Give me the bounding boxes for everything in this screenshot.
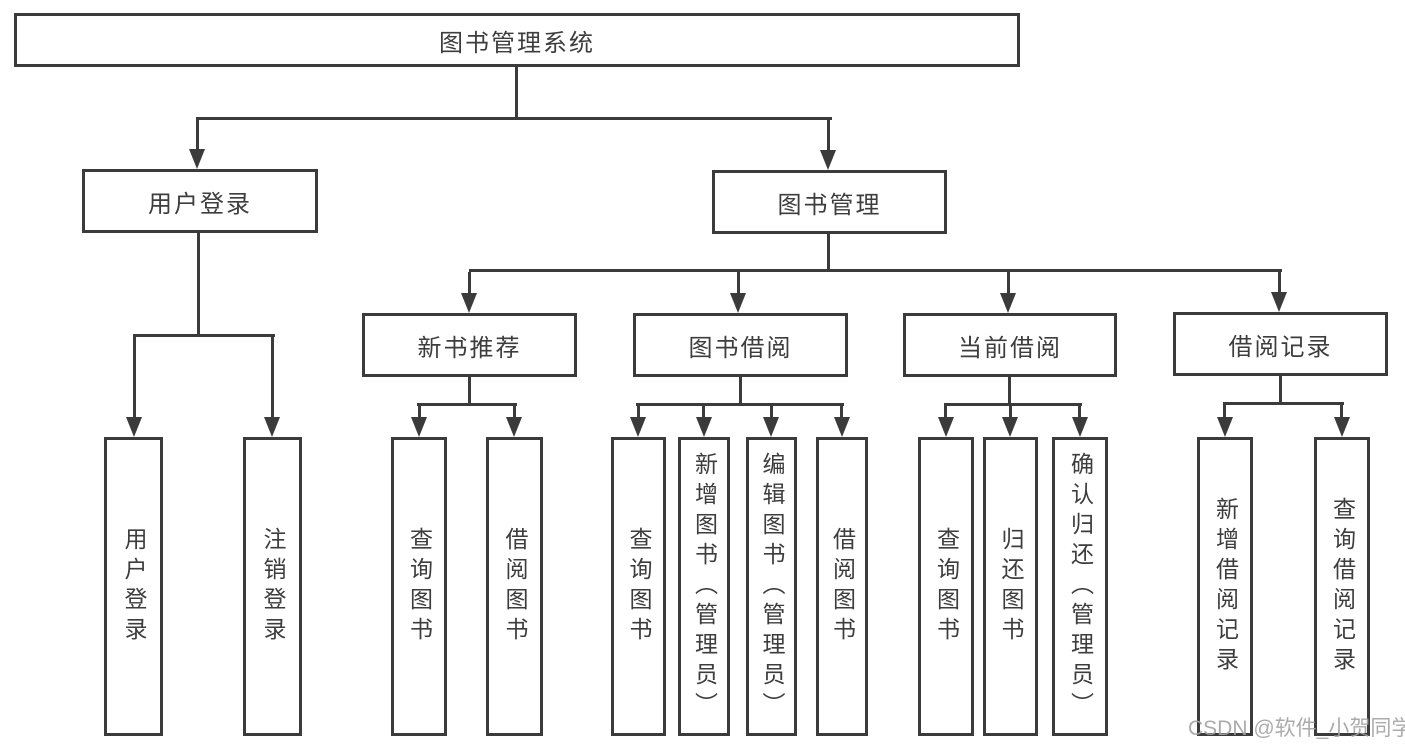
watermark: CSDN @软件_小贺同学 <box>1188 717 1405 740</box>
connector-line <box>1223 402 1344 405</box>
connector-line <box>637 406 640 418</box>
connector-line <box>770 406 773 418</box>
arrow-down <box>763 417 779 437</box>
arrow-down <box>820 150 836 170</box>
arrow-down <box>630 417 646 437</box>
node-user-login-group-label: 用户登录 <box>148 190 252 218</box>
connector-line <box>827 120 830 153</box>
node-new-book-recommend-label: 新书推荐 <box>417 334 522 362</box>
arrow-down <box>1002 417 1018 437</box>
arrow-down <box>834 417 850 437</box>
leaf-edit-books-admin-label: 编辑图书（管理员） <box>759 451 785 722</box>
node-book-management-label: 图书管理 <box>777 191 882 219</box>
connector-line <box>739 375 742 406</box>
connector-line <box>133 337 136 417</box>
connector-line <box>197 231 200 337</box>
arrow-down <box>938 417 954 437</box>
leaf-query-books-recommend-label: 查询图书 <box>406 526 433 647</box>
connector-line <box>469 269 1282 272</box>
connector-line <box>515 65 518 119</box>
connector-line <box>1278 272 1281 293</box>
node-book-borrow: 图书借阅 <box>633 313 848 377</box>
connector-line <box>1279 374 1282 405</box>
leaf-query-borrow-record-label: 查询借阅记录 <box>1329 496 1356 677</box>
connector-line <box>1008 375 1011 406</box>
leaf-add-books-admin: 新增图书（管理员） <box>678 437 730 736</box>
connector-line <box>468 375 471 406</box>
node-borrow-records: 借阅记录 <box>1173 312 1388 376</box>
connector-line <box>944 406 947 418</box>
node-root-label: 图书管理系统 <box>439 29 595 57</box>
node-current-borrow: 当前借阅 <box>903 313 1117 377</box>
leaf-query-books-borrow-label: 查询图书 <box>626 526 652 647</box>
node-book-borrow-label: 图书借阅 <box>688 334 793 362</box>
node-new-book-recommend: 新书推荐 <box>362 313 577 377</box>
leaf-user-login-label: 用户登录 <box>121 526 147 647</box>
connector-line <box>702 406 705 418</box>
leaf-confirm-return-admin: 确认归还（管理员） <box>1052 437 1108 736</box>
arrow-down <box>1271 292 1287 312</box>
connector-line <box>1340 405 1343 418</box>
leaf-borrow-books: 借阅图书 <box>816 437 868 736</box>
leaf-query-books-borrow: 查询图书 <box>611 437 666 736</box>
arrow-down <box>1000 293 1016 313</box>
connector-line <box>636 403 844 406</box>
leaf-logout-label: 注销登录 <box>260 526 286 647</box>
arrow-down <box>1217 417 1233 437</box>
connector-line <box>737 272 740 294</box>
leaf-edit-books-admin: 编辑图书（管理员） <box>746 437 797 736</box>
leaf-logout: 注销登录 <box>243 437 302 736</box>
connector-line <box>944 403 1082 406</box>
leaf-return-books: 归还图书 <box>983 437 1038 736</box>
node-root: 图书管理系统 <box>14 13 1020 67</box>
leaf-borrow-books-recommend-label: 借阅图书 <box>502 526 528 647</box>
node-book-management: 图书管理 <box>712 170 947 234</box>
connector-line <box>417 403 517 406</box>
connector-line <box>133 334 275 337</box>
arrow-down <box>1072 417 1088 437</box>
leaf-add-borrow-record-label: 新增借阅记录 <box>1212 496 1239 677</box>
leaf-confirm-return-admin-label: 确认归还（管理员） <box>1067 451 1094 722</box>
arrow-down <box>411 417 427 437</box>
connector-line <box>513 406 516 418</box>
arrow-down <box>730 293 746 313</box>
connector-line <box>827 232 830 272</box>
connector-line <box>196 120 199 152</box>
node-borrow-records-label: 借阅记录 <box>1228 333 1333 361</box>
connector-line <box>1223 405 1226 418</box>
connector-line <box>418 406 421 418</box>
arrow-down <box>1334 417 1350 437</box>
leaf-add-borrow-record: 新增借阅记录 <box>1197 437 1253 736</box>
leaf-return-books-label: 归还图书 <box>998 526 1024 647</box>
connector-line <box>840 406 843 418</box>
connector-line <box>1078 406 1081 418</box>
node-current-borrow-label: 当前借阅 <box>958 334 1062 362</box>
leaf-query-borrow-record: 查询借阅记录 <box>1314 437 1370 736</box>
connector-line <box>271 337 274 417</box>
arrow-down <box>126 417 142 437</box>
connector-line <box>196 117 832 120</box>
connector-line <box>1009 406 1012 418</box>
arrow-down <box>189 149 205 169</box>
arrow-down <box>696 417 712 437</box>
arrow-down <box>461 293 477 313</box>
leaf-borrow-books-label: 借阅图书 <box>829 526 856 647</box>
arrow-down <box>264 417 280 437</box>
leaf-query-books-recommend: 查询图书 <box>391 437 447 736</box>
connector-line <box>1007 272 1010 294</box>
node-user-login-group: 用户登录 <box>82 169 318 233</box>
arrow-down <box>506 417 522 437</box>
leaf-query-books-current: 查询图书 <box>918 437 974 736</box>
leaf-add-books-admin-label: 新增图书（管理员） <box>691 451 718 722</box>
connector-line <box>468 272 471 294</box>
leaf-query-books-current-label: 查询图书 <box>933 526 960 647</box>
leaf-borrow-books-recommend: 借阅图书 <box>486 437 543 736</box>
leaf-user-login: 用户登录 <box>104 437 163 736</box>
